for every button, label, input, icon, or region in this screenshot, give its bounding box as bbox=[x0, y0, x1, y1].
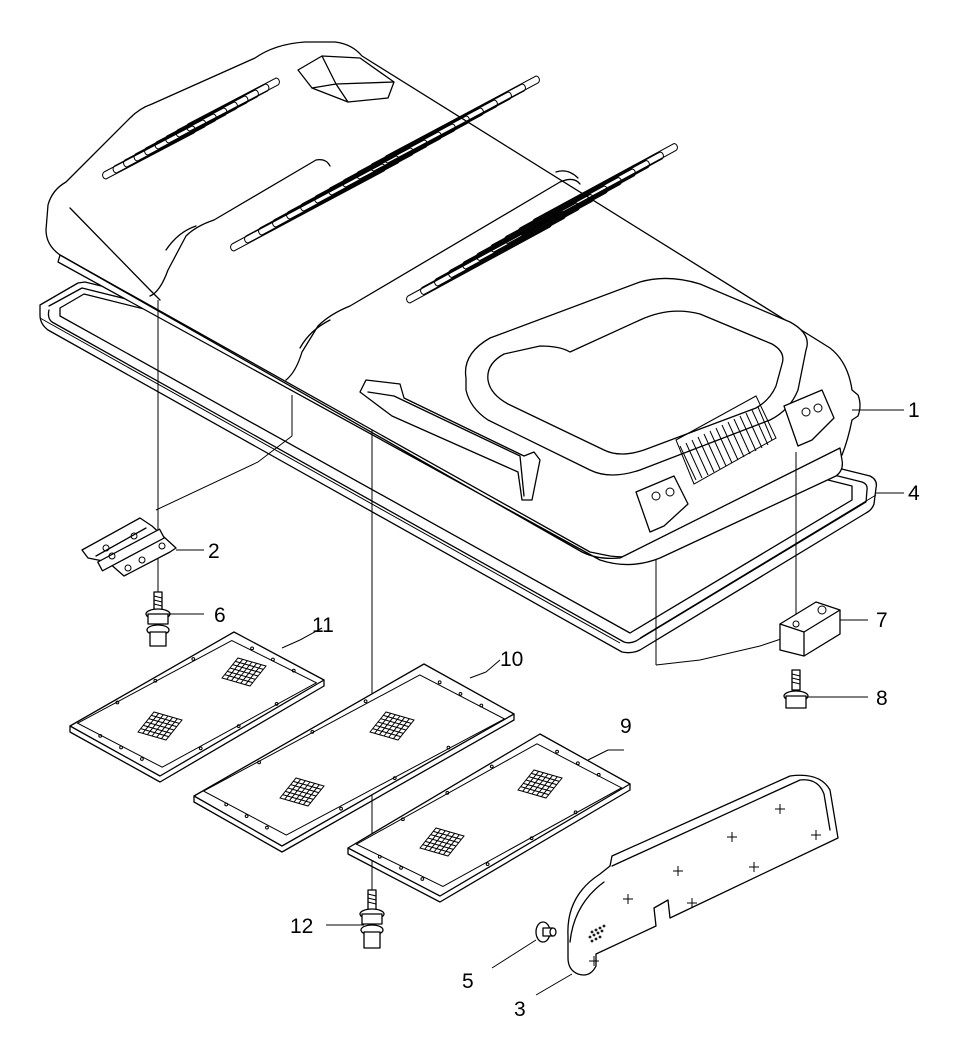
louvre-slot bbox=[186, 77, 280, 132]
callout-numbers: 1 2 3 4 5 6 7 8 9 10 11 12 bbox=[208, 399, 920, 1021]
callout-leaders bbox=[168, 409, 904, 996]
mesh-patch bbox=[419, 827, 465, 857]
mesh-patch bbox=[369, 711, 415, 741]
side-cover bbox=[567, 774, 839, 976]
callout-4: 4 bbox=[908, 482, 920, 505]
louvre-slot bbox=[448, 193, 594, 279]
callout-7: 7 bbox=[876, 609, 888, 632]
louvre-slot bbox=[462, 185, 608, 270]
spacer-block bbox=[779, 601, 841, 657]
bolt-8 bbox=[783, 669, 809, 709]
cover-perforations bbox=[588, 924, 606, 943]
mesh-panel-10 bbox=[193, 663, 515, 853]
mesh-panel-9 bbox=[347, 733, 631, 903]
cover-cross-marks bbox=[589, 804, 821, 966]
callout-11: 11 bbox=[312, 614, 334, 637]
louvre-slot bbox=[384, 75, 540, 164]
side-vent-grille bbox=[675, 395, 777, 485]
louvre-slot bbox=[490, 168, 636, 253]
callout-12: 12 bbox=[290, 915, 313, 938]
bolt-6 bbox=[145, 591, 171, 647]
bolt-12 bbox=[359, 889, 385, 949]
louvre-slot bbox=[504, 159, 650, 245]
mesh-patch bbox=[137, 711, 183, 741]
louvre-slot bbox=[532, 142, 678, 228]
callout-3: 3 bbox=[514, 998, 526, 1021]
callout-2: 2 bbox=[208, 540, 220, 563]
callout-5: 5 bbox=[462, 970, 474, 993]
louvre-slot bbox=[518, 151, 664, 236]
mesh-patch bbox=[279, 777, 325, 807]
callout-1: 1 bbox=[908, 399, 920, 422]
louvre-slot bbox=[476, 176, 622, 262]
mesh-panel-11 bbox=[69, 631, 325, 783]
callout-6: 6 bbox=[214, 604, 226, 627]
callout-10: 10 bbox=[500, 648, 523, 671]
callout-9: 9 bbox=[620, 715, 632, 738]
hinge bbox=[81, 517, 177, 577]
mesh-patch bbox=[517, 769, 563, 799]
engine-hood bbox=[45, 41, 861, 566]
rivet bbox=[535, 921, 557, 943]
mesh-panels bbox=[69, 631, 631, 903]
mesh-patch bbox=[221, 657, 267, 687]
callout-8: 8 bbox=[876, 687, 888, 710]
louvre-slots bbox=[102, 75, 678, 304]
